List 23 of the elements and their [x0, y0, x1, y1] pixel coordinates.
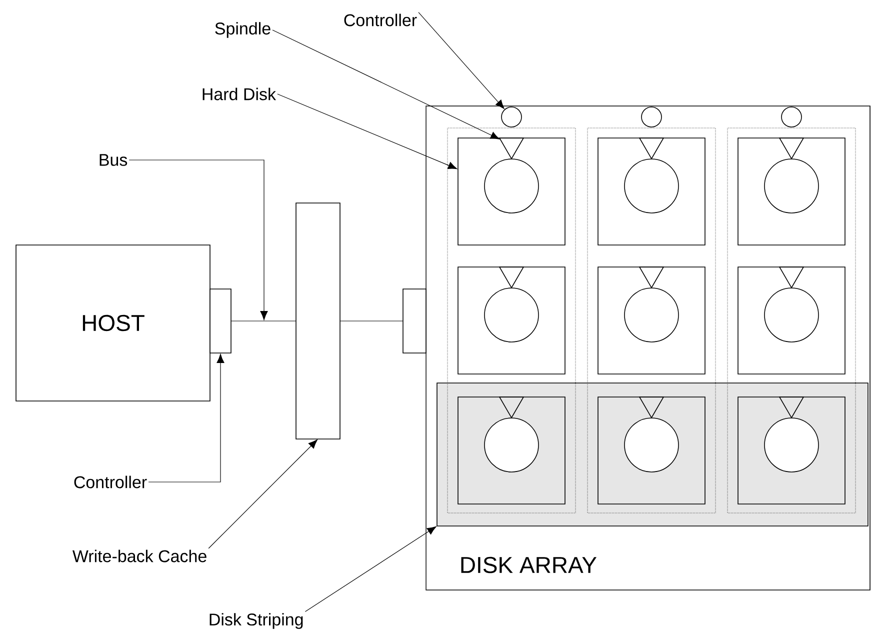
leader-line	[418, 12, 504, 109]
leader-line	[208, 440, 318, 549]
callout-label: Write-back Cache	[72, 550, 206, 562]
callout-label: Hard Disk	[202, 88, 276, 100]
controller-circle	[641, 106, 662, 128]
callout-label: Disk Striping	[210, 613, 303, 629]
cache-box	[296, 202, 340, 440]
leader-line	[304, 526, 436, 612]
controller-circle	[781, 106, 802, 128]
callout-label: Controller	[344, 14, 417, 26]
callout-label: Spindle	[215, 22, 270, 38]
leader-line	[128, 160, 268, 320]
host-box: HOST	[16, 244, 210, 402]
bus-line	[230, 320, 296, 322]
callout-label: Controller	[74, 476, 147, 488]
controller-circle	[501, 106, 522, 128]
leader-line	[272, 30, 500, 140]
leader-line	[277, 94, 458, 170]
controller-box	[402, 288, 426, 354]
controller-box	[210, 288, 232, 354]
callout-label: Bus	[100, 154, 128, 166]
leader-line	[148, 354, 224, 482]
bus-line	[340, 320, 404, 322]
